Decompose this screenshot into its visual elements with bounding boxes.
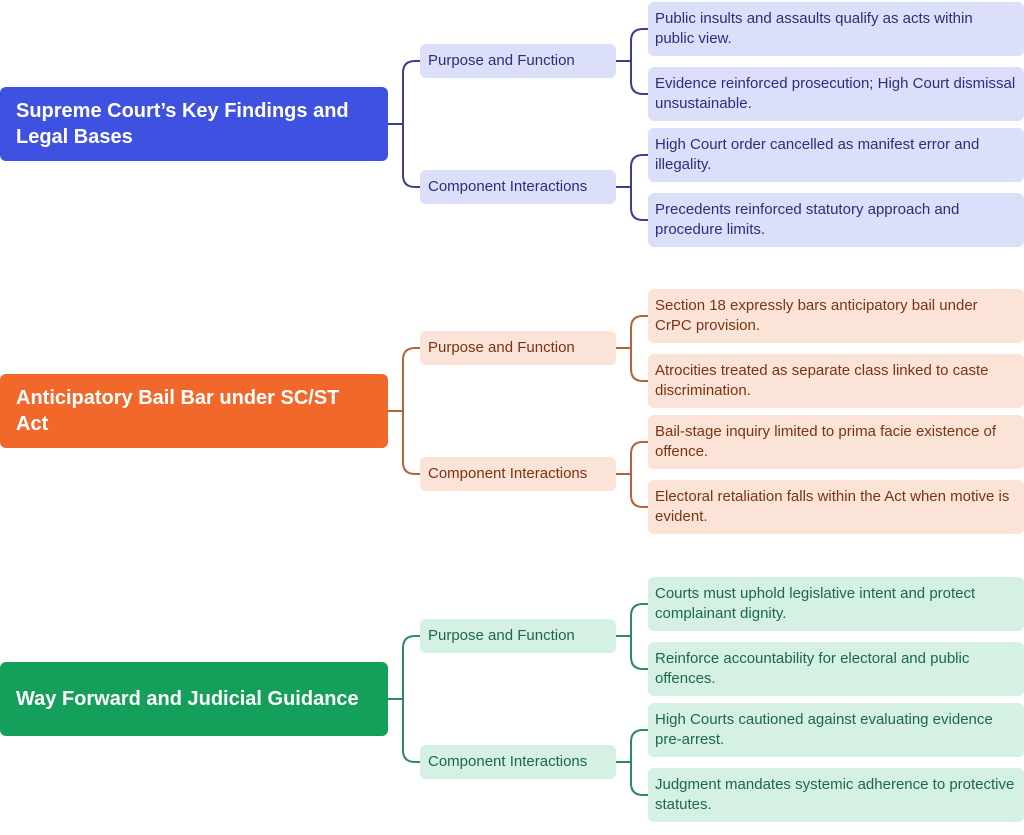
main-topic-title: Way Forward and Judicial Guidance: [16, 688, 359, 710]
subtopic-label: Component Interactions: [428, 753, 588, 770]
point-text: High Courts cautioned against evaluating…: [655, 711, 993, 748]
point-box: Evidence reinforced prosecution; High Co…: [648, 67, 1024, 121]
point-text: Bail-stage inquiry limited to prima faci…: [655, 423, 996, 460]
subtopic-component-interactions: Component Interactions: [420, 745, 616, 779]
subtopic-label: Component Interactions: [428, 465, 588, 482]
branch-connectors: [388, 315, 648, 508]
point-text: Courts must uphold legislative intent an…: [655, 585, 976, 622]
mindmap-branch-anticipatory-bail-bar: Anticipatory Bail Bar under SC/ST Act Pu…: [0, 287, 1024, 547]
main-topic-title: Anticipatory Bail Bar under SC/ST Act: [16, 387, 340, 435]
point-text: Judgment mandates systemic adherence to …: [655, 776, 1015, 813]
mindmap-branch-supreme-court-findings: Supreme Court’s Key Findings and Legal B…: [0, 0, 1024, 260]
main-topic-box: Way Forward and Judicial Guidance: [0, 662, 388, 736]
point-text: Atrocities treated as separate class lin…: [655, 362, 989, 399]
subtopic-label: Purpose and Function: [428, 339, 575, 356]
branch-connectors: [388, 603, 648, 796]
point-box: High Court order cancelled as manifest e…: [648, 128, 1024, 182]
point-text: Electoral retaliation falls within the A…: [655, 488, 1010, 525]
main-topic-title: Supreme Court’s Key Findings and Legal B…: [16, 100, 349, 148]
point-box: Section 18 expressly bars anticipatory b…: [648, 289, 1024, 343]
subtopic-label: Purpose and Function: [428, 627, 575, 644]
point-text: Precedents reinforced statutory approach…: [655, 201, 960, 238]
branch-connectors: [388, 28, 648, 221]
subtopic-purpose-and-function: Purpose and Function: [420, 331, 616, 365]
subtopic-purpose-and-function: Purpose and Function: [420, 619, 616, 653]
subtopic-label: Component Interactions: [428, 178, 588, 195]
subtopic-purpose-and-function: Purpose and Function: [420, 44, 616, 78]
point-box: Atrocities treated as separate class lin…: [648, 354, 1024, 408]
main-topic-box: Anticipatory Bail Bar under SC/ST Act: [0, 374, 388, 448]
mindmap-branch-way-forward: Way Forward and Judicial Guidance Purpos…: [0, 575, 1024, 835]
point-box: Reinforce accountability for electoral a…: [648, 642, 1024, 696]
point-box: Judgment mandates systemic adherence to …: [648, 768, 1024, 822]
subtopic-component-interactions: Component Interactions: [420, 457, 616, 491]
point-box: Public insults and assaults qualify as a…: [648, 2, 1024, 56]
subtopic-component-interactions: Component Interactions: [420, 170, 616, 204]
point-box: Precedents reinforced statutory approach…: [648, 193, 1024, 247]
point-text: Section 18 expressly bars anticipatory b…: [655, 297, 978, 334]
subtopic-label: Purpose and Function: [428, 52, 575, 69]
point-box: Courts must uphold legislative intent an…: [648, 577, 1024, 631]
point-box: High Courts cautioned against evaluating…: [648, 703, 1024, 757]
point-text: Evidence reinforced prosecution; High Co…: [655, 75, 1016, 112]
point-box: Bail-stage inquiry limited to prima faci…: [648, 415, 1024, 469]
main-topic-box: Supreme Court’s Key Findings and Legal B…: [0, 87, 388, 161]
point-box: Electoral retaliation falls within the A…: [648, 480, 1024, 534]
point-text: Reinforce accountability for electoral a…: [655, 650, 970, 687]
point-text: Public insults and assaults qualify as a…: [655, 10, 973, 47]
point-text: High Court order cancelled as manifest e…: [655, 136, 980, 173]
